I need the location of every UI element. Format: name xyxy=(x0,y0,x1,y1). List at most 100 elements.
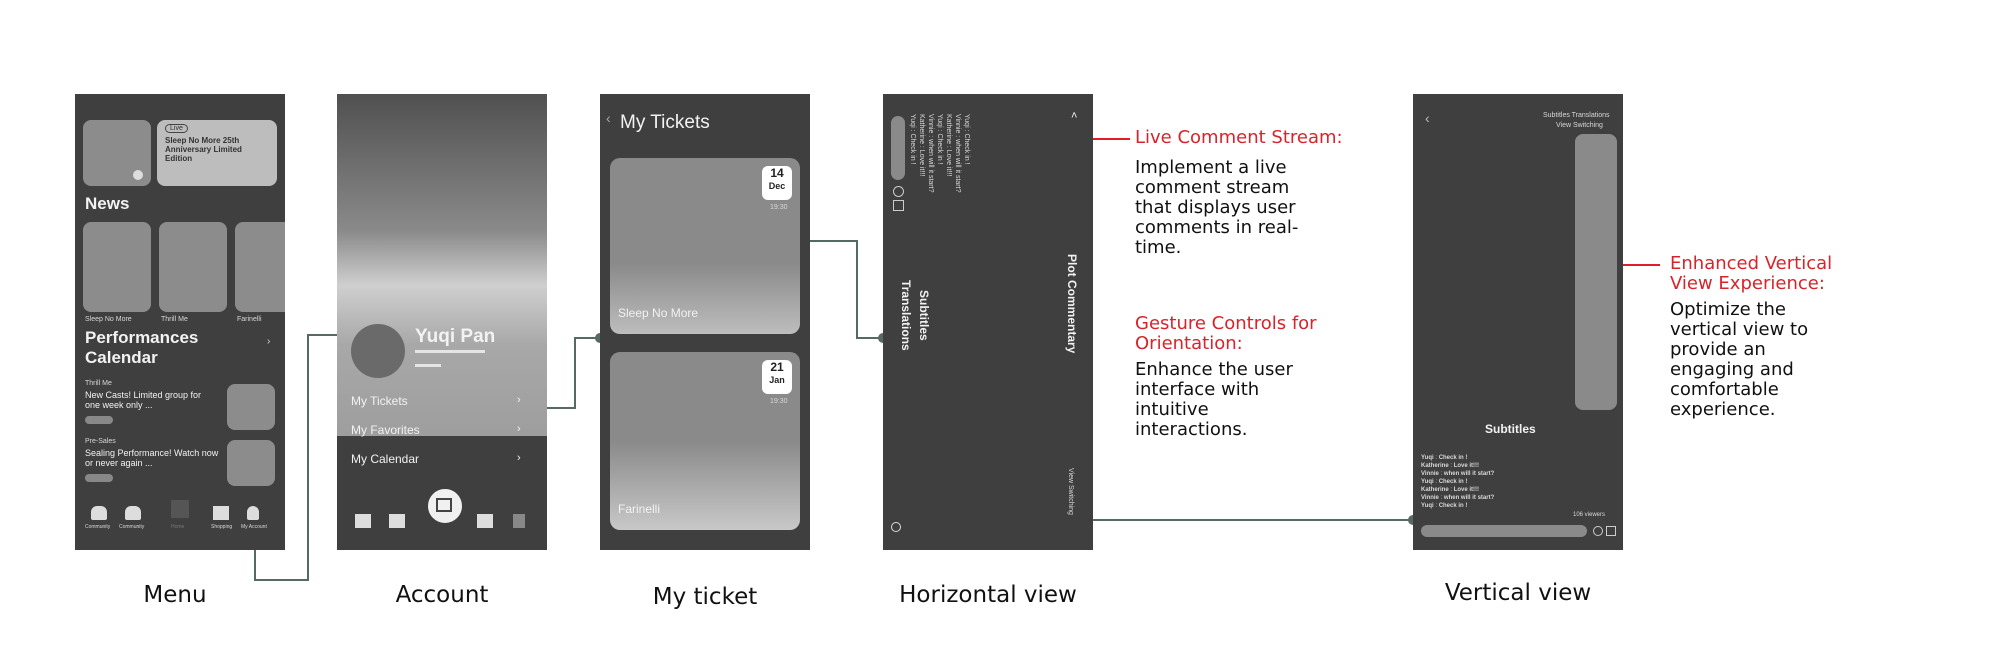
home-icon xyxy=(436,498,452,512)
item-button[interactable] xyxy=(85,416,113,424)
profile-name: Yuqi Pan xyxy=(415,326,496,347)
vertical-view-title: Enhanced Vertical View Experience: xyxy=(1670,253,1833,294)
caption-horizontal: Horizontal view xyxy=(899,582,1077,608)
translations-label: Translations xyxy=(899,280,913,351)
comment-line: Katherine : Love it!!! xyxy=(945,114,952,177)
rotate-icon[interactable] xyxy=(891,522,901,532)
video-panel[interactable] xyxy=(1575,134,1617,410)
item-thumbnail[interactable] xyxy=(227,440,275,486)
avatar[interactable] xyxy=(351,324,405,378)
comment-stream: Yuqi : Check in ! Katherine : Love it!!!… xyxy=(909,114,979,214)
bottom-nav: Community Community Home Shopping My Acc… xyxy=(75,494,285,550)
cart-icon[interactable] xyxy=(213,506,229,520)
caption-account: Account xyxy=(395,582,489,608)
comment-line: Yuqi : Check in ! xyxy=(1421,455,1468,461)
profile-subline xyxy=(415,350,485,353)
featured-play-icon[interactable] xyxy=(133,170,143,180)
ticket-screen: ‹ My Tickets 14 Dec 19:30 Sleep No More … xyxy=(600,94,810,550)
menu-item-my-tickets[interactable]: My Tickets xyxy=(351,394,408,408)
user-icon[interactable] xyxy=(247,506,259,520)
comment-line: Yuqi : Check in ! xyxy=(1421,503,1468,509)
performances-title: Performances Calendar xyxy=(85,328,199,367)
top-tabs[interactable]: Subtitles Translations xyxy=(1543,112,1610,119)
subtitles-label: Subtitles xyxy=(1485,422,1536,436)
date-day: 21 xyxy=(770,360,784,374)
live-comment-title: Live Comment Stream: xyxy=(1135,127,1343,148)
comment-input[interactable] xyxy=(891,116,905,180)
user-icon[interactable] xyxy=(513,514,525,528)
community-icon[interactable] xyxy=(125,506,141,520)
cart-icon[interactable] xyxy=(477,514,493,528)
edit-profile-link[interactable] xyxy=(415,364,441,367)
comment-line: Yuqi : Check in ! xyxy=(1421,479,1468,485)
news-title: News xyxy=(85,194,130,213)
nav-label: Community xyxy=(85,524,111,530)
nav-label: Community xyxy=(119,524,145,530)
live-comment-body: Implement a live comment stream that dis… xyxy=(1135,157,1299,258)
caption-ticket: My ticket xyxy=(652,584,758,610)
collapse-chevron-icon[interactable]: ˄ xyxy=(1071,110,1078,122)
emoji-icon[interactable] xyxy=(893,186,904,197)
comment-line: Katherine : Love it!!! xyxy=(918,114,925,177)
item-button[interactable] xyxy=(85,474,113,482)
chevron-right-icon: › xyxy=(517,452,521,464)
news-card[interactable] xyxy=(159,222,227,312)
nav-label: My Account xyxy=(241,524,267,530)
emoji-icon[interactable] xyxy=(1593,526,1603,536)
menu-item-my-calendar[interactable]: My Calendar xyxy=(351,452,420,466)
featured-card[interactable]: Live Sleep No More 25th Anniversary Limi… xyxy=(157,120,277,186)
vertical-view-body: Optimize the vertical view to provide an… xyxy=(1670,299,1809,420)
plot-commentary-label: Plot Commentary xyxy=(1065,254,1079,354)
news-item-label: Sleep No More xyxy=(85,316,132,323)
gesture-body: Enhance the user interface with intuitiv… xyxy=(1135,359,1293,440)
chevron-right-icon[interactable]: › xyxy=(267,336,271,347)
community-icon[interactable] xyxy=(355,514,371,528)
featured-title: Sleep No More 25th Anniversary Limited E… xyxy=(165,136,242,163)
view-switching-label[interactable]: View Switching xyxy=(1067,468,1074,515)
item-tag: Pre-Sales xyxy=(85,438,116,445)
community-icon[interactable] xyxy=(91,506,107,520)
chevron-right-icon: › xyxy=(517,423,521,435)
date-month: Jan xyxy=(769,375,785,385)
nav-label: Shopping xyxy=(211,524,233,530)
page-title: My Tickets xyxy=(620,112,710,133)
comment-list: Yuqi : Check in ! Katherine : Love it!!!… xyxy=(1421,454,1611,510)
live-badge: Live xyxy=(165,124,188,133)
news-item-label: Thrill Me xyxy=(161,316,188,323)
date-badge: 14 Dec xyxy=(762,166,792,200)
community-icon[interactable] xyxy=(389,514,405,528)
comment-line: Katherine : Love it!!! xyxy=(1421,463,1480,469)
gift-icon[interactable] xyxy=(893,200,904,211)
news-card[interactable] xyxy=(235,222,285,312)
menu-item-my-favorites[interactable]: My Favorites xyxy=(351,423,420,437)
item-thumbnail[interactable] xyxy=(227,384,275,430)
back-chevron-icon[interactable]: ‹ xyxy=(606,110,611,126)
comment-line: Yuqi : Check in ! xyxy=(909,114,916,165)
gift-icon[interactable] xyxy=(1606,526,1616,536)
date-badge: 21 Jan xyxy=(762,360,792,394)
home-button[interactable] xyxy=(425,486,465,526)
comment-line: Yuqi : Check in ! xyxy=(936,114,943,165)
view-switching-dropdown[interactable]: View Switching xyxy=(1556,122,1603,129)
account-screen: Yuqi Pan My Tickets › My Favorites › My … xyxy=(337,94,547,550)
comment-line: Katherine : Love it!!! xyxy=(1421,487,1480,493)
comment-input[interactable] xyxy=(1421,525,1587,537)
date-day: 14 xyxy=(770,166,784,180)
comment-line: Vinnie : when will it start? xyxy=(954,114,961,193)
item-tag: Thrill Me xyxy=(85,380,112,387)
show-time: 19:30 xyxy=(770,398,788,405)
back-chevron-icon[interactable]: ‹ xyxy=(1425,110,1430,126)
home-icon[interactable] xyxy=(171,500,189,518)
item-text[interactable]: New Casts! Limited group for one week on… xyxy=(85,390,202,410)
caption-menu: Menu xyxy=(143,582,207,608)
gesture-title: Gesture Controls for Orientation: xyxy=(1135,313,1317,354)
news-item-label: Farinelli xyxy=(237,316,262,323)
connector-menu-account xyxy=(254,334,343,581)
date-month: Dec xyxy=(768,181,786,191)
viewer-count: 106 viewers xyxy=(1573,512,1606,518)
comment-line: Vinnie : when will it start? xyxy=(927,114,934,193)
item-text[interactable]: Sealing Performance! Watch now or never … xyxy=(85,448,219,468)
ticket-card[interactable]: 21 Jan 19:30 Farinelli xyxy=(610,352,800,530)
ticket-card[interactable]: 14 Dec 19:30 Sleep No More xyxy=(610,158,800,334)
news-card[interactable] xyxy=(83,222,151,312)
